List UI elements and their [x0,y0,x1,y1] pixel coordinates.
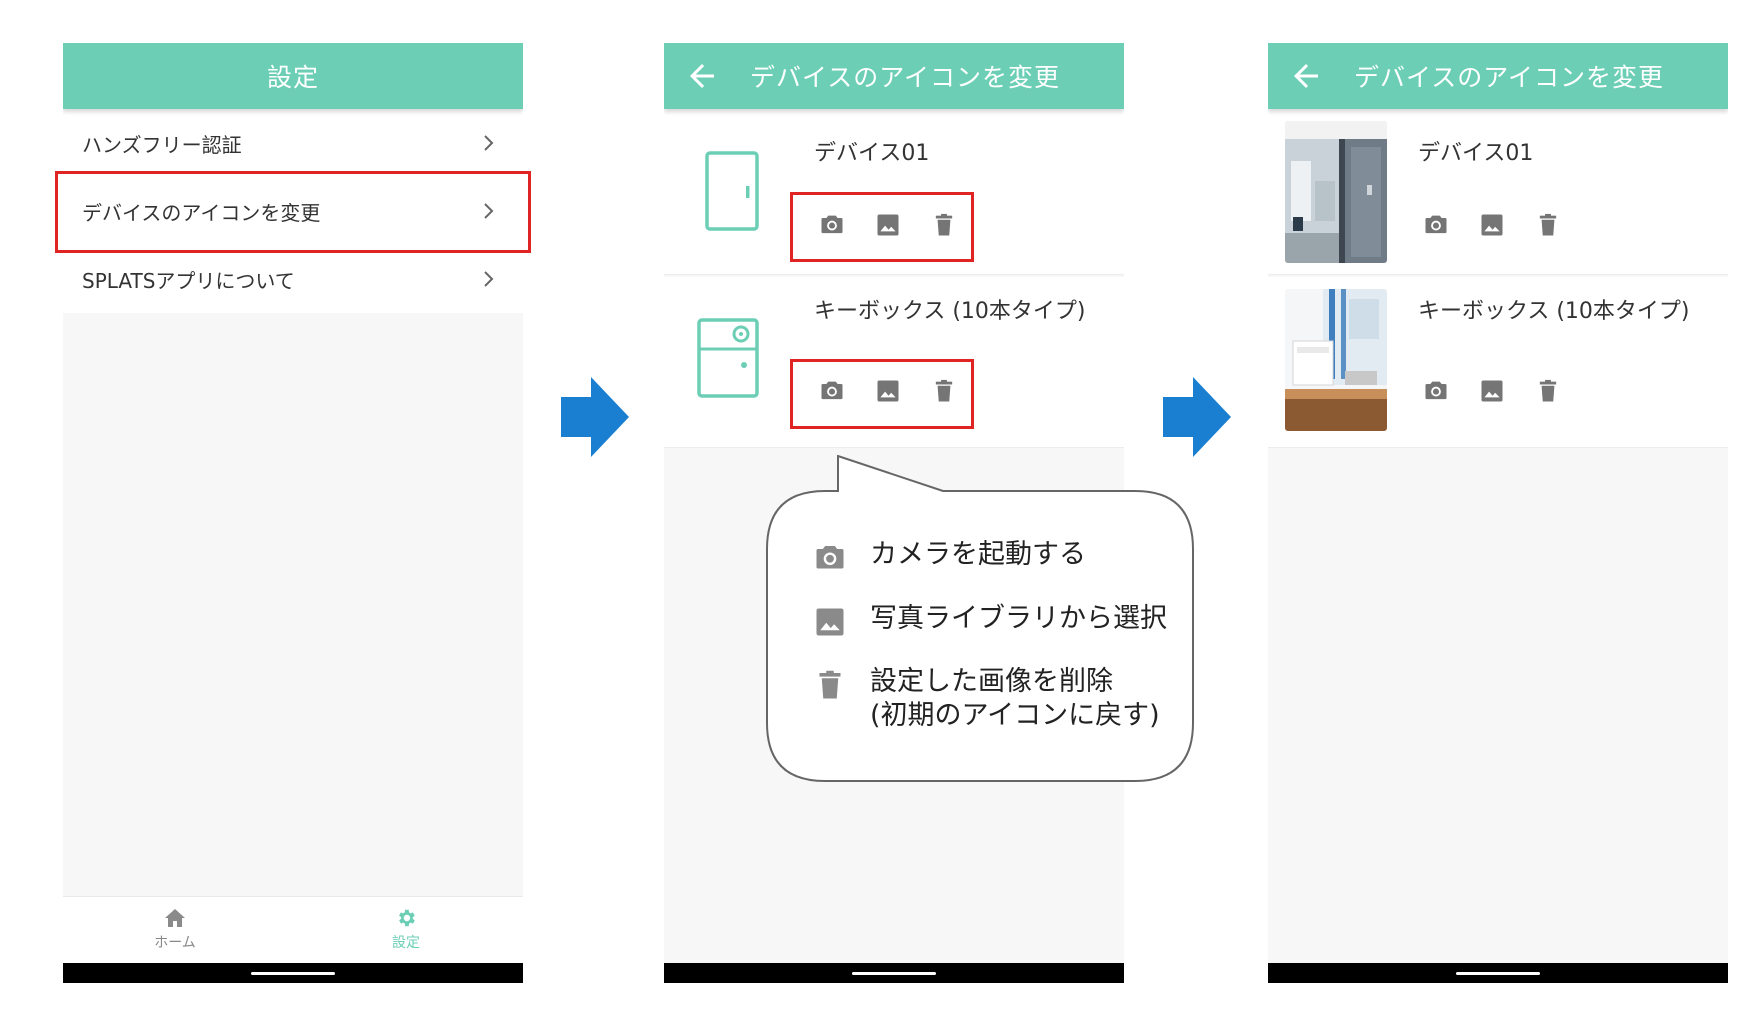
trash-icon [1534,211,1562,239]
home-icon [165,909,185,927]
icon-actions [1418,207,1586,243]
chevron-right-icon [481,133,497,153]
device-row: キーボックス (10本タイプ) [664,277,1124,448]
nav-settings[interactable]: 設定 [346,907,466,952]
system-nav-bar [63,963,523,983]
menu-item-handsfree[interactable]: ハンズフリー認証 [63,109,523,177]
keybox-icon [697,318,759,398]
callout-balloon [766,455,1194,782]
legend-library-text: 写真ライブラリから選択 [870,603,1167,634]
highlight-box [790,359,974,429]
back-arrow-icon[interactable] [1288,58,1324,94]
system-nav-bar [664,963,1124,983]
legend-library: 写真ライブラリから選択 [812,602,1167,640]
arrow-right-icon [561,377,629,457]
back-arrow-icon[interactable] [684,58,720,94]
trash-icon [812,667,848,703]
device-name: デバイス01 [1418,141,1534,166]
arrow-right-icon [1163,377,1231,457]
settings-screen: 設定 ハンズフリー認証 デバイスのアイコンを変更 SPLATSアプリについて ホ… [63,43,523,983]
image-icon [812,604,848,640]
device-row: キーボックス (10本タイプ) [1268,277,1728,448]
icon-actions [1418,373,1586,409]
chevron-right-icon [481,269,497,289]
nav-home[interactable]: ホーム [115,907,235,952]
settings-menu: ハンズフリー認証 デバイスのアイコンを変更 SPLATSアプリについて [63,109,523,313]
gear-icon [399,909,415,927]
home-indicator[interactable] [852,972,936,975]
app-bar: デバイスのアイコンを変更 [1268,43,1728,109]
legend-delete: 設定した画像を削除 (初期のアイコンに戻す) [812,665,1160,733]
device-name: デバイス01 [814,141,930,166]
legend-camera: カメラを起動する [812,538,1086,576]
page-title: 設定 [266,63,319,92]
legend-delete-note: (初期のアイコンに戻す) [870,700,1160,731]
app-bar: 設定 [63,43,523,109]
menu-item-about-app[interactable]: SPLATSアプリについて [63,245,523,313]
device-name: キーボックス (10本タイプ) [1418,299,1690,324]
photo-library-button[interactable] [1474,373,1510,409]
change-icon-result-screen: デバイスのアイコンを変更 デバイス01 [1268,43,1728,983]
bottom-navigation: ホーム 設定 [63,896,523,964]
menu-item-change-device-icon[interactable]: デバイスのアイコンを変更 [63,177,523,245]
nav-home-label: ホーム [154,935,196,951]
desk-keybox-photo [1285,289,1387,431]
page-title: デバイスのアイコンを変更 [1354,63,1665,92]
image-icon [1478,211,1506,239]
camera-icon [1422,211,1450,239]
office-door-photo [1285,121,1387,263]
home-indicator[interactable] [251,972,335,975]
home-indicator[interactable] [1456,972,1540,975]
photo-library-button[interactable] [1474,207,1510,243]
page-title: デバイスのアイコンを変更 [750,63,1061,92]
door-icon [705,151,759,231]
camera-icon [812,540,848,576]
legend-delete-text: 設定した画像を削除 [870,666,1113,697]
highlight-box [55,171,531,253]
trash-icon [1534,377,1562,405]
device-name: キーボックス (10本タイプ) [814,299,1086,324]
nav-settings-label: 設定 [392,935,420,951]
menu-item-label: SPLATSアプリについて [82,268,295,293]
app-bar: デバイスのアイコンを変更 [664,43,1124,109]
menu-item-label: デバイスのアイコンを変更 [82,200,321,225]
camera-button[interactable] [1418,373,1454,409]
camera-button[interactable] [1418,207,1454,243]
menu-item-label: ハンズフリー認証 [82,132,242,157]
system-nav-bar [1268,963,1728,983]
camera-icon [1422,377,1450,405]
delete-image-button[interactable] [1530,207,1566,243]
image-icon [1478,377,1506,405]
device-row: デバイス01 [1268,109,1728,275]
highlight-box [790,192,974,262]
delete-image-button[interactable] [1530,373,1566,409]
legend-camera-text: カメラを起動する [870,539,1086,570]
